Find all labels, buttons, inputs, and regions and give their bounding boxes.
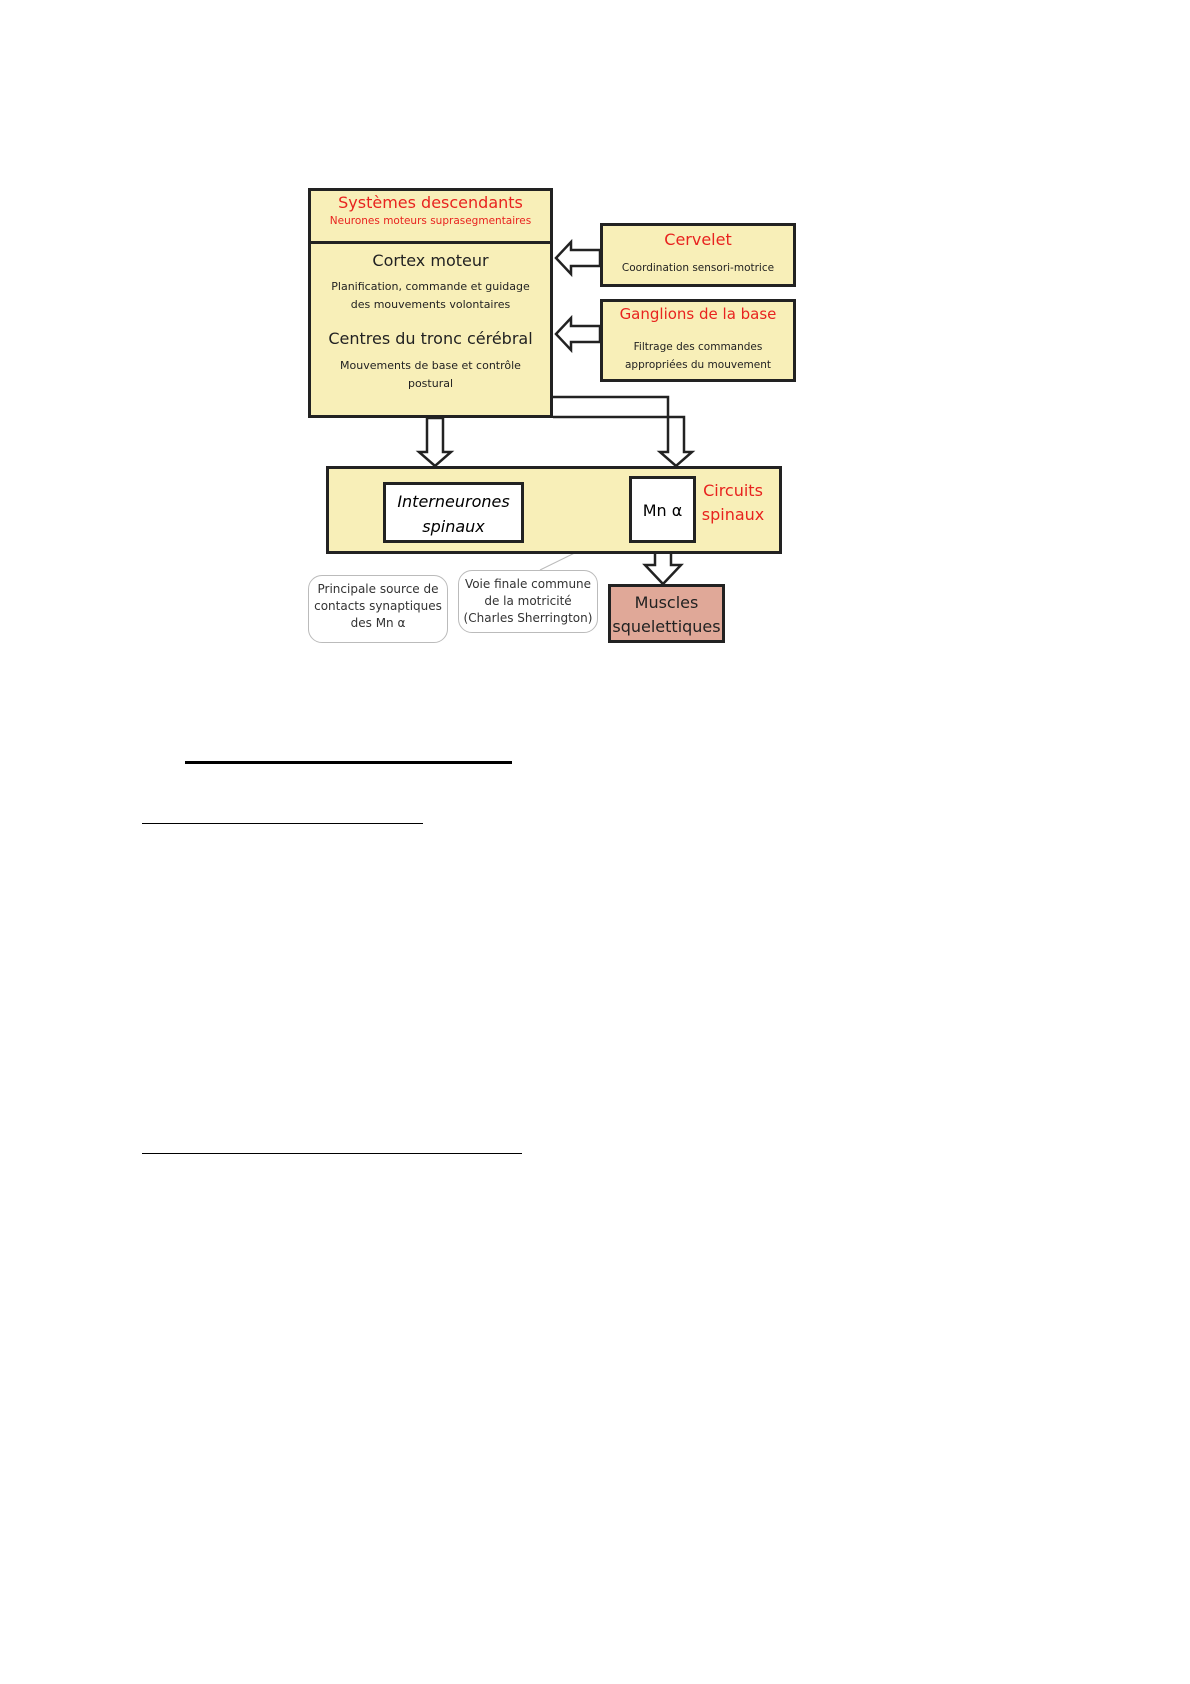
descending-title: Systèmes descendants — [338, 193, 523, 212]
cerebellum-box: Cervelet Coordination sensori-motrice — [600, 223, 796, 287]
cortex-desc-line: Planification, commande et guidage — [331, 280, 530, 293]
subheading-underline — [142, 823, 423, 824]
divider — [311, 241, 550, 244]
heading-underline — [185, 761, 512, 764]
callout-line: (Charles Sherrington) — [463, 611, 593, 625]
arrow-cortex-to-mn — [553, 395, 696, 468]
brainstem-desc: Mouvements de base et contrôle postural — [311, 357, 550, 393]
basal-ganglia-title: Ganglions de la base — [619, 305, 777, 323]
callout-line: de la motricité — [484, 594, 572, 608]
brainstem-desc-line: Mouvements de base et contrôle — [340, 359, 521, 372]
basal-ganglia-box: Ganglions de la base Filtrage des comman… — [600, 299, 796, 382]
callout-final-common-path: Voie finale commune de la motricité (Cha… — [458, 570, 598, 633]
callout-line: des Mn α — [350, 616, 406, 630]
descending-systems-box: Systèmes descendants Neurones moteurs su… — [308, 188, 553, 418]
cerebellum-desc: Coordination sensori-motrice — [621, 262, 775, 274]
motoneuron-label: Mn α — [642, 501, 683, 520]
basal-ganglia-desc: Filtrage des commandes appropriées du mo… — [603, 338, 793, 374]
arrow-cerebellum-to-cortex — [554, 238, 602, 278]
callout-line: contacts synaptiques — [314, 599, 442, 613]
cortex-desc: Planification, commande et guidage des m… — [311, 278, 550, 314]
spinal-circuits-line: spinaux — [701, 505, 765, 524]
muscles-line: Muscles — [634, 593, 699, 612]
basal-ganglia-desc-line: appropriées du mouvement — [624, 359, 771, 371]
arrow-cortex-to-spinal — [415, 416, 455, 468]
brainstem-desc-line: postural — [407, 377, 454, 390]
subheading-underline — [142, 1153, 522, 1154]
interneurons-box: Interneurones spinaux — [383, 482, 524, 543]
cortex-title: Cortex moteur — [372, 251, 489, 270]
arrow-basal-ganglia-to-cortex — [554, 314, 602, 354]
callout-line: Principale source de — [317, 582, 439, 596]
callout-line: Voie finale commune — [464, 577, 592, 591]
motoneuron-box: Mn α — [629, 476, 696, 543]
basal-ganglia-desc-line: Filtrage des commandes — [633, 341, 763, 353]
callout-interneurons: Principale source de contacts synaptique… — [308, 575, 448, 643]
brainstem-title: Centres du tronc cérébral — [328, 329, 533, 348]
interneurons-line: Interneurones — [397, 492, 510, 511]
spinal-circuits-label: Circuits spinaux — [693, 479, 773, 527]
cerebellum-title: Cervelet — [664, 230, 732, 249]
spinal-circuits-line: Circuits — [703, 481, 763, 500]
cortex-desc-line: des mouvements volontaires — [350, 298, 511, 311]
descending-subtitle: Neurones moteurs suprasegmentaires — [329, 215, 532, 227]
interneurons-line: spinaux — [422, 517, 485, 536]
muscles-line: squelettiques — [612, 617, 721, 636]
muscles-box: Muscles squelettiques — [608, 584, 725, 643]
